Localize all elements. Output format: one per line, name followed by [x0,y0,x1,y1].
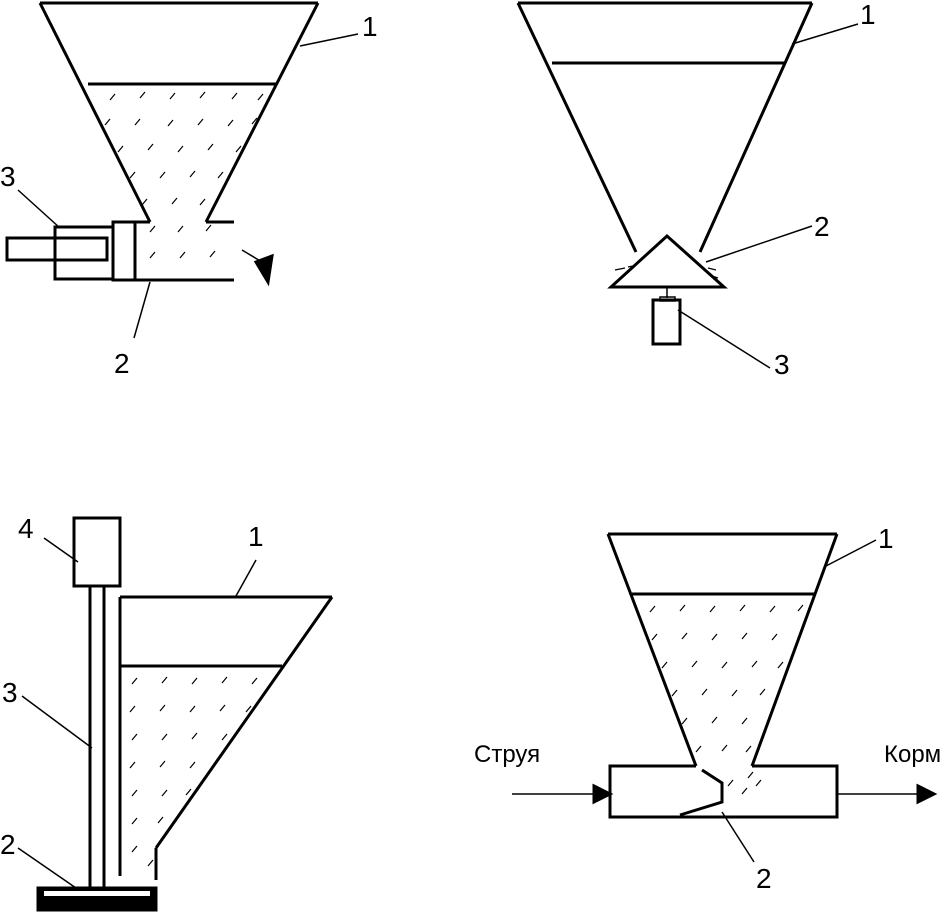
jet-inlet-arrow-d [512,786,610,802]
hopper-d [608,534,837,766]
figure-d-ejector-feeder: 1 2 Струя Корм [474,523,941,894]
channel-a [135,222,234,280]
label-d-2: 2 [756,863,772,894]
label-a-3: 3 [0,161,16,192]
label-c-3: 3 [2,677,18,708]
feed-material-a [105,92,263,258]
hopper-b [518,3,812,252]
caption-jet: Струя [474,741,540,768]
label-a-2: 2 [114,348,130,379]
label-b-1: 1 [860,0,876,30]
label-c-4: 4 [18,513,34,544]
figure-c-plate-feeder: 1 2 3 4 [0,513,332,910]
label-b-2: 2 [814,211,830,242]
leaders-c [18,538,256,888]
leaders-a [18,34,358,338]
drive-box-c [74,518,120,586]
feed-material-c [130,677,257,866]
discharge-arrow-a [242,250,272,282]
label-c-1: 1 [248,521,264,552]
hopper-c [120,597,332,880]
feed-outlet-arrow-d [837,786,934,802]
distributor-cone-b [611,236,724,301]
rod-c [90,586,104,888]
label-a-1: 1 [362,11,378,42]
drive-motor-b [653,300,680,344]
piston-a [7,222,135,280]
figure-b-cone-feeder: 1 2 3 [518,0,876,380]
label-b-3: 3 [774,349,790,380]
nozzle-d [680,770,722,815]
hopper-a [40,3,318,222]
label-d-1: 1 [878,523,894,554]
figure-a-piston-feeder: 1 2 3 [0,3,378,379]
plate-c-inner [44,891,150,896]
leaders-b [678,24,858,368]
label-c-2: 2 [0,829,16,860]
caption-feed: Корм [884,741,941,768]
leaders-d [722,540,876,862]
